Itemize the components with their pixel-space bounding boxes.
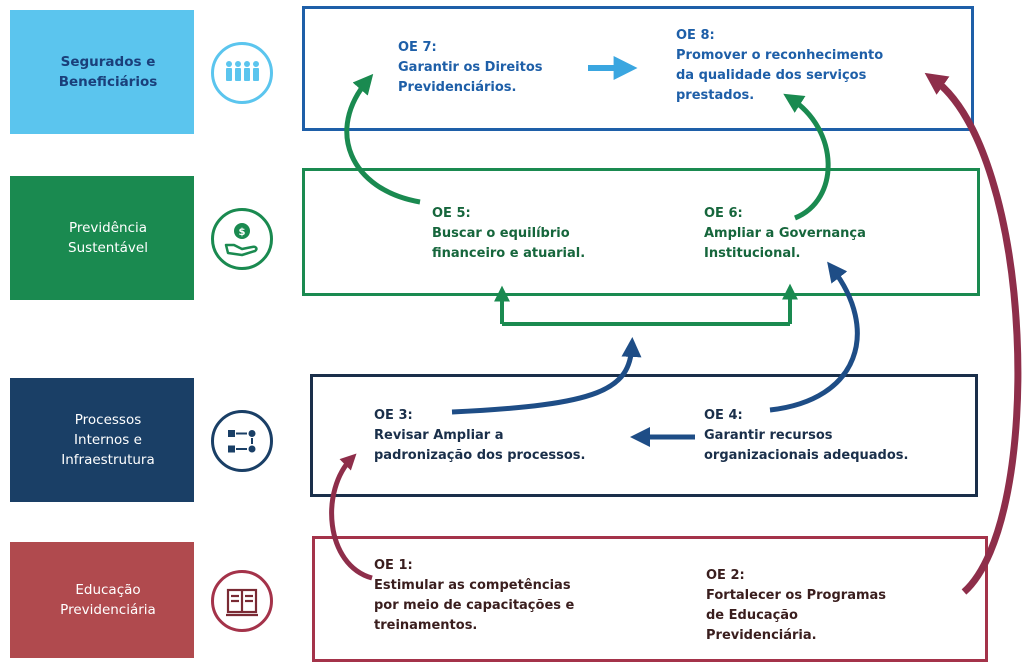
objective-oe8-text: Promover o reconhecimento da qualidade d…: [676, 48, 884, 103]
objective-oe2: OE 2: Fortalecer os Programas de Educaçã…: [706, 566, 886, 646]
category-band-educacao: Educação Previdenciária: [10, 542, 288, 658]
book-icon: [211, 570, 273, 632]
icon-panel-previdencia: $: [194, 176, 288, 300]
category-band-segurados: Segurados e Beneficiários: [10, 10, 288, 134]
people-icon: [211, 42, 273, 104]
objective-oe3-text: Revisar Ampliar a padronização dos proce…: [374, 428, 586, 463]
objective-oe2-text: Fortalecer os Programas de Educação Prev…: [706, 588, 887, 643]
objective-oe3: OE 3: Revisar Ampliar a padronização dos…: [374, 406, 585, 466]
category-label-segurados: Segurados e Beneficiários: [10, 10, 206, 134]
category-label-previdencia: Previdência Sustentável: [10, 176, 206, 300]
objective-oe5: OE 5: Buscar o equilíbrio financeiro e a…: [432, 204, 585, 264]
objective-oe6: OE 6: Ampliar a Governança Institucional…: [704, 204, 866, 264]
icon-panel-educacao: [194, 542, 288, 658]
objective-oe6-code: OE 6:: [704, 206, 743, 221]
category-label-educacao: Educação Previdenciária: [10, 542, 206, 658]
objective-oe1-code: OE 1:: [374, 558, 413, 573]
objective-oe8-code: OE 8:: [676, 28, 715, 43]
objective-oe5-text: Buscar o equilíbrio financeiro e atuaria…: [432, 226, 586, 261]
process-flow-icon: [211, 410, 273, 472]
svg-text:$: $: [239, 227, 246, 238]
objective-oe7: OE 7: Garantir os Direitos Previdenciári…: [398, 38, 543, 98]
category-band-previdencia: Previdência Sustentável $: [10, 176, 288, 300]
hand-coin-icon: $: [211, 208, 273, 270]
objective-oe4: OE 4: Garantir recursos organizacionais …: [704, 406, 908, 466]
objectives-box-previdencia: [302, 168, 980, 296]
objective-oe5-code: OE 5:: [432, 206, 471, 221]
icon-panel-segurados: [194, 10, 288, 134]
objective-oe2-code: OE 2:: [706, 568, 745, 583]
objective-oe1-text: Estimular as competências por meio de ca…: [374, 578, 575, 633]
arrow-oe2-to-oe8: [924, 72, 1022, 595]
objective-oe4-code: OE 4:: [704, 408, 743, 423]
icon-panel-processos: [194, 378, 288, 502]
objective-oe6-text: Ampliar a Governança Institucional.: [704, 226, 866, 261]
category-band-processos: Processos Internos e Infraestrutura: [10, 378, 288, 502]
objective-oe1: OE 1: Estimular as competências por meio…: [374, 556, 574, 636]
objective-oe8: OE 8: Promover o reconhecimento da quali…: [676, 26, 883, 106]
objective-oe4-text: Garantir recursos organizacionais adequa…: [704, 428, 909, 463]
category-label-processos: Processos Internos e Infraestrutura: [10, 378, 206, 502]
objective-oe3-code: OE 3:: [374, 408, 413, 423]
objective-oe7-code: OE 7:: [398, 40, 437, 55]
objective-oe7-text: Garantir os Direitos Previdenciários.: [398, 60, 543, 95]
